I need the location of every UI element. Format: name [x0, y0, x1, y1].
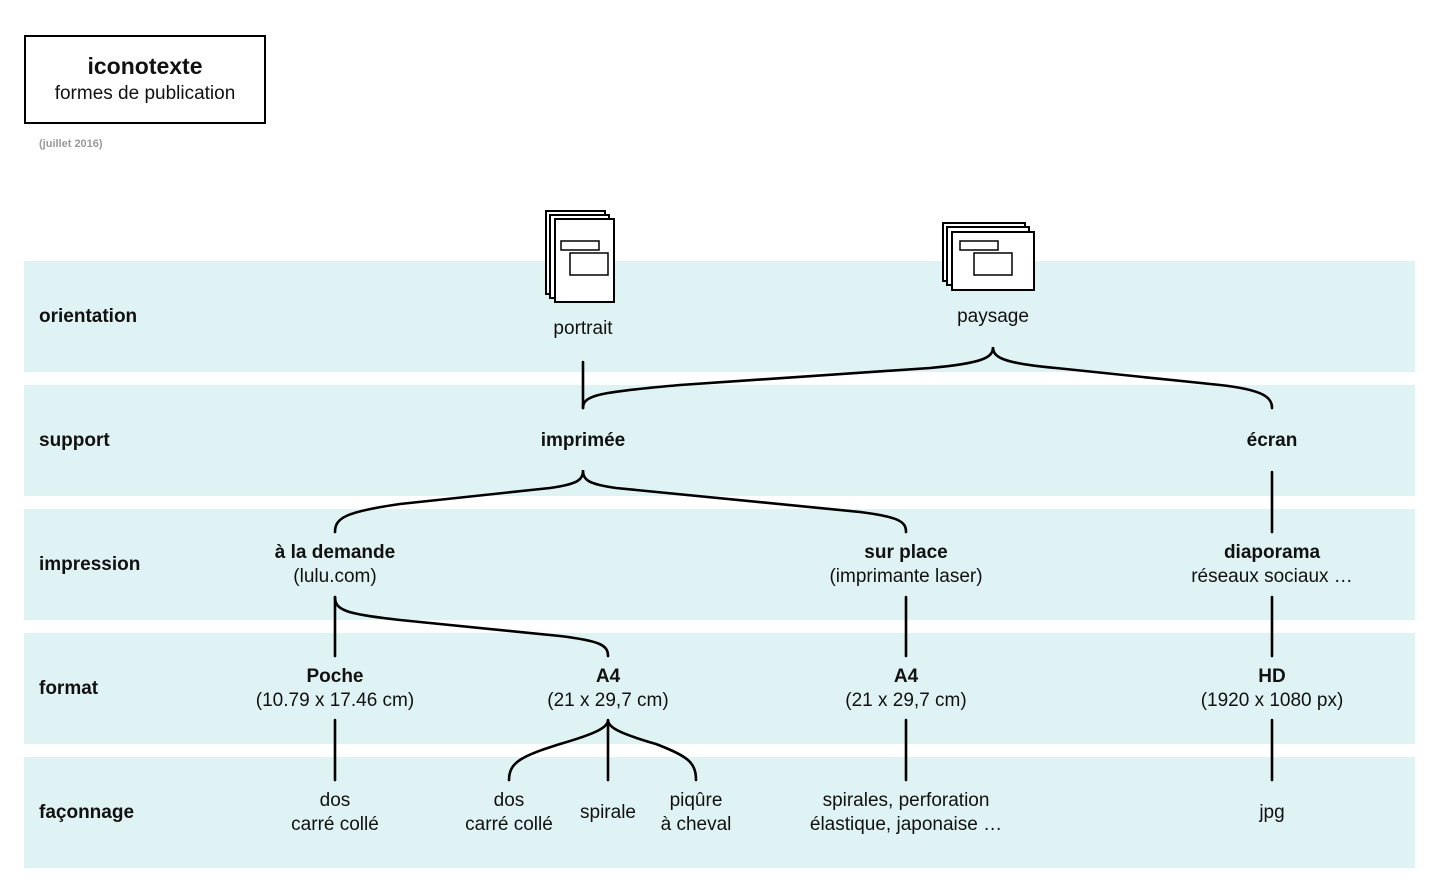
diagram-title: iconotexte: [87, 53, 203, 79]
node-spirales-l2: élastique, japonaise …: [809, 814, 1003, 835]
band-support: [24, 385, 1415, 496]
landscape-pages-icon: [942, 222, 1035, 291]
node-ecran: écran: [1247, 429, 1298, 453]
node-imprimee-label: imprimée: [540, 430, 626, 451]
row-label-orientation: orientation: [39, 306, 138, 327]
date-note: (juillet 2016): [39, 138, 103, 150]
node-hd-title: HD: [1258, 666, 1286, 687]
title-box: iconotexte formes de publication: [24, 35, 266, 124]
node-paysage-label: paysage: [957, 306, 1029, 327]
node-dos-a4-l1: dos: [493, 790, 525, 811]
row-label-support: support: [39, 430, 110, 451]
node-a-la-demande: à la demande (lulu.com): [275, 541, 395, 589]
row-label-faconnage: façonnage: [39, 802, 135, 823]
node-piqure-l2: à cheval: [660, 814, 732, 835]
row-label-format: format: [39, 678, 99, 699]
node-a4-sur-place-sub: (21 x 29,7 cm): [845, 690, 967, 711]
node-sur-place-sub: (imprimante laser): [829, 566, 983, 587]
node-dos-poche-l1: dos: [319, 790, 351, 811]
node-imprimee: imprimée: [541, 429, 625, 453]
node-dos-poche-l2: carré collé: [291, 814, 379, 835]
node-piqure: piqûre à cheval: [661, 789, 732, 837]
band-format: [24, 633, 1415, 744]
node-piqure-l1: piqûre: [669, 790, 723, 811]
node-portrait: portrait: [553, 317, 612, 341]
band-faconnage: [24, 757, 1415, 868]
diagram-subtitle: formes de publication: [54, 83, 236, 104]
brace-imprimee: [333, 469, 908, 534]
node-hd: HD (1920 x 1080 px): [1201, 665, 1344, 713]
node-sur-place: sur place (imprimante laser): [829, 541, 982, 589]
node-spirale: spirale: [580, 801, 636, 825]
portrait-pages-icon: [545, 210, 615, 303]
node-paysage: paysage: [957, 305, 1029, 329]
node-sur-place-title: sur place: [864, 542, 948, 563]
node-a4-demande-title: A4: [595, 666, 621, 687]
brace-a4-faconnage: [507, 719, 698, 782]
node-jpg: jpg: [1259, 801, 1284, 825]
row-label-impression: impression: [39, 554, 141, 575]
node-diaporama-title: diaporama: [1223, 542, 1321, 563]
node-a4-demande-sub: (21 x 29,7 cm): [547, 690, 669, 711]
node-a-la-demande-sub: (lulu.com): [293, 566, 377, 587]
brace-paysage: [581, 346, 1274, 410]
node-hd-sub: (1920 x 1080 px): [1200, 690, 1344, 711]
node-portrait-label: portrait: [553, 318, 613, 339]
node-ecran-label: écran: [1246, 430, 1298, 451]
node-spirales-l1: spirales, perforation: [822, 790, 990, 811]
band-orientation: [24, 261, 1415, 372]
node-dos-poche: dos carré collé: [291, 789, 379, 837]
brace-demande-a4: [333, 595, 610, 658]
node-jpg-label: jpg: [1259, 802, 1285, 823]
node-dos-a4: dos carré collé: [465, 789, 553, 837]
node-a-la-demande-title: à la demande: [274, 542, 396, 563]
band-impression: [24, 509, 1415, 620]
node-a4-sur-place-title: A4: [893, 666, 919, 687]
node-a4-demande: A4 (21 x 29,7 cm): [547, 665, 668, 713]
node-dos-a4-l2: carré collé: [465, 814, 553, 835]
node-poche-sub: (10.79 x 17.46 cm): [255, 690, 415, 711]
node-spirale-label: spirale: [580, 802, 636, 823]
node-poche: Poche (10.79 x 17.46 cm): [256, 665, 414, 713]
node-diaporama: diaporama réseaux sociaux …: [1191, 541, 1353, 589]
node-a4-sur-place: A4 (21 x 29,7 cm): [845, 665, 966, 713]
node-poche-title: Poche: [306, 666, 364, 687]
node-diaporama-sub: réseaux sociaux …: [1191, 566, 1353, 587]
node-spirales: spirales, perforation élastique, japonai…: [810, 789, 1002, 837]
